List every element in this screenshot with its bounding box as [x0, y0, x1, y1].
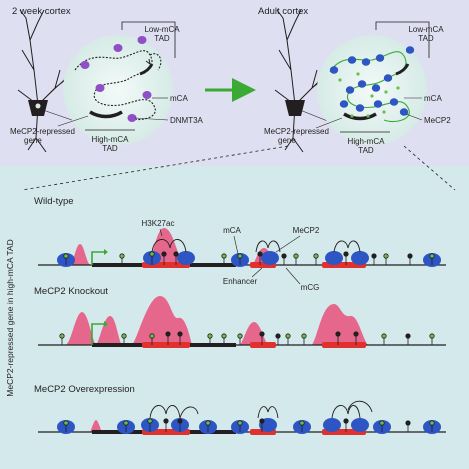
label-mcg: mCG: [301, 283, 320, 292]
right-high-tad-1: High-mCA: [348, 137, 386, 146]
right-mca-label: mCA: [424, 94, 442, 103]
gene-left-low: [139, 63, 154, 76]
side-label: MeCP2-repressed gene in high-mCA TAD: [5, 239, 15, 396]
track-ko: [38, 296, 446, 348]
left-high-tad-1: High-mCA: [92, 135, 130, 144]
label-mca-wt: mCA: [223, 226, 241, 235]
label-mecp2-wt: MeCP2: [293, 226, 320, 235]
chromatin-left: [74, 50, 162, 121]
left-low-tad-1: Low-mCA: [144, 25, 180, 34]
right-low-tad-1: Low-mCA: [408, 25, 444, 34]
right-gene-1: MeCP2-repressed: [264, 127, 329, 136]
left-mca-label: mCA: [170, 94, 188, 103]
track-oe: [38, 400, 446, 435]
right-high-tad-2: TAD: [358, 146, 374, 155]
left-gene-1: MeCP2-repressed: [10, 127, 75, 136]
mca-dots-top-right: [338, 72, 400, 118]
left-dnmt3a-label: DNMT3A: [170, 116, 204, 125]
neuron-left-nucleus-marker: [35, 103, 41, 109]
left-gene-2: gene: [24, 136, 42, 145]
right-gene-2: gene: [278, 136, 296, 145]
left-low-tad-2: TAD: [154, 34, 170, 43]
right-title: Adult cortex: [258, 6, 308, 17]
left-high-tad-2: TAD: [102, 144, 118, 153]
dnmt3a-dots-left: [80, 36, 152, 122]
nucleus-right: [317, 35, 427, 145]
right-mecp2-label: MeCP2: [424, 116, 451, 125]
gene-right-low: [395, 63, 410, 76]
panel-title-wt: Wild-type: [34, 196, 74, 207]
gene-left-body: [89, 110, 123, 119]
gene-right-body: [343, 112, 377, 121]
right-low-tad-2: TAD: [418, 34, 434, 43]
panel-title-ko: MeCP2 Knockout: [34, 286, 108, 297]
label-enhancer: Enhancer: [223, 277, 258, 286]
mecp2-dots-top-right: [329, 46, 415, 116]
left-title: 2 week cortex: [12, 6, 71, 17]
track-wt: [38, 228, 446, 268]
panel-title-oe: MeCP2 Overexpression: [34, 384, 135, 395]
label-h3k27ac: H3K27ac: [142, 219, 175, 228]
nucleus-left: [63, 35, 173, 145]
